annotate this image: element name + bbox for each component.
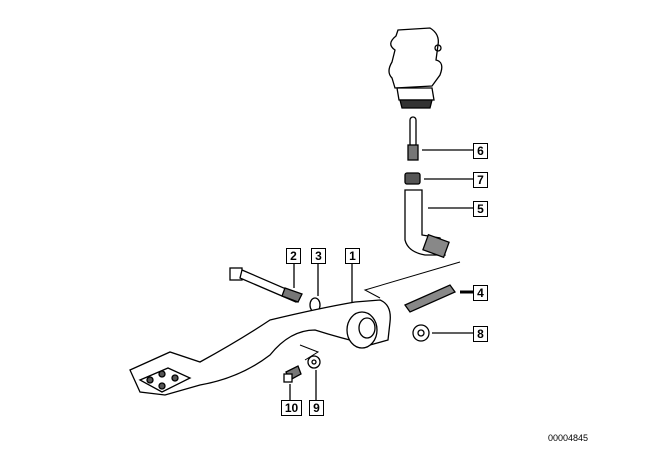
hex-nut-8 [412, 324, 473, 342]
part-label-1[interactable]: 1 [345, 248, 360, 264]
bolt-2 [229, 262, 303, 303]
part-label-7[interactable]: 7 [473, 172, 488, 188]
part-label-8[interactable]: 8 [473, 326, 488, 342]
nut-7 [404, 172, 473, 185]
push-rod [407, 116, 473, 161]
part-label-10[interactable]: 10 [281, 400, 302, 416]
nut-9 [307, 355, 321, 400]
part-label-5[interactable]: 5 [473, 201, 488, 217]
part-label-9[interactable]: 9 [309, 400, 324, 416]
part-label-4[interactable]: 4 [473, 285, 488, 301]
threaded-rod [404, 284, 473, 313]
part-label-3[interactable]: 3 [311, 248, 326, 264]
elbow-fitting [404, 189, 473, 259]
diagram-code: 00004845 [548, 433, 589, 443]
part-label-6[interactable]: 6 [473, 143, 488, 159]
brake-pedal [129, 262, 391, 396]
part-label-2[interactable]: 2 [286, 248, 301, 264]
stop-screw [283, 365, 302, 400]
master-cylinder [388, 27, 443, 109]
